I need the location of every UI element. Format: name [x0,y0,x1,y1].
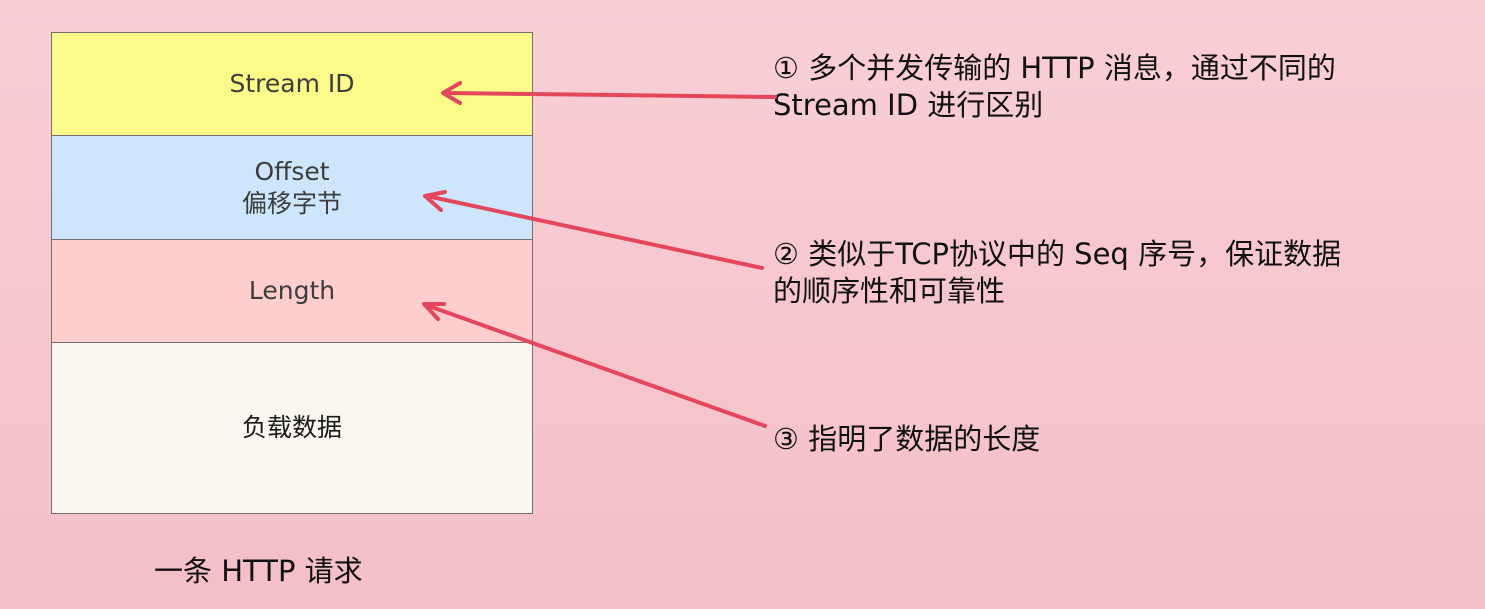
payload-label: 负载数据 [241,413,342,442]
length-field: Length [52,240,532,343]
offset-label: Offset [254,156,330,186]
length-label: Length [248,276,336,305]
note-stream-id: ① 多个并发传输的 HTTP 消息，通过不同的 Stream ID 进行区别 [773,50,1336,124]
note-length: ③ 指明了数据的长度 [773,421,1040,458]
note-offset: ② 类似于TCP协议中的 Seq 序号，保证数据 的顺序性和可靠性 [773,236,1341,310]
stream-id-label: Stream ID [229,69,355,98]
offset-field: Offset 偏移字节 [52,136,532,240]
arrow-to-offset [423,190,764,270]
offset-sublabel: 偏移字节 [241,188,342,218]
arrow-to-stream-id [441,81,777,105]
note-line: ③ 指明了数据的长度 [773,422,1041,456]
note-line: ① 多个并发传输的 HTTP 消息，通过不同的 [773,51,1336,85]
arrow-to-length [422,302,767,428]
frame-caption: 一条 HTTP 请求 [154,554,363,588]
stream-id-field: Stream ID [52,33,532,136]
note-line: 的顺序性和可靠性 [773,274,1006,308]
note-line: ② 类似于TCP协议中的 Seq 序号，保证数据 [773,237,1342,271]
http-request-frame: Stream ID Offset 偏移字节 Length 负载数据 [51,32,533,514]
note-line: Stream ID 进行区别 [773,88,1044,122]
payload-field: 负载数据 [52,343,532,513]
